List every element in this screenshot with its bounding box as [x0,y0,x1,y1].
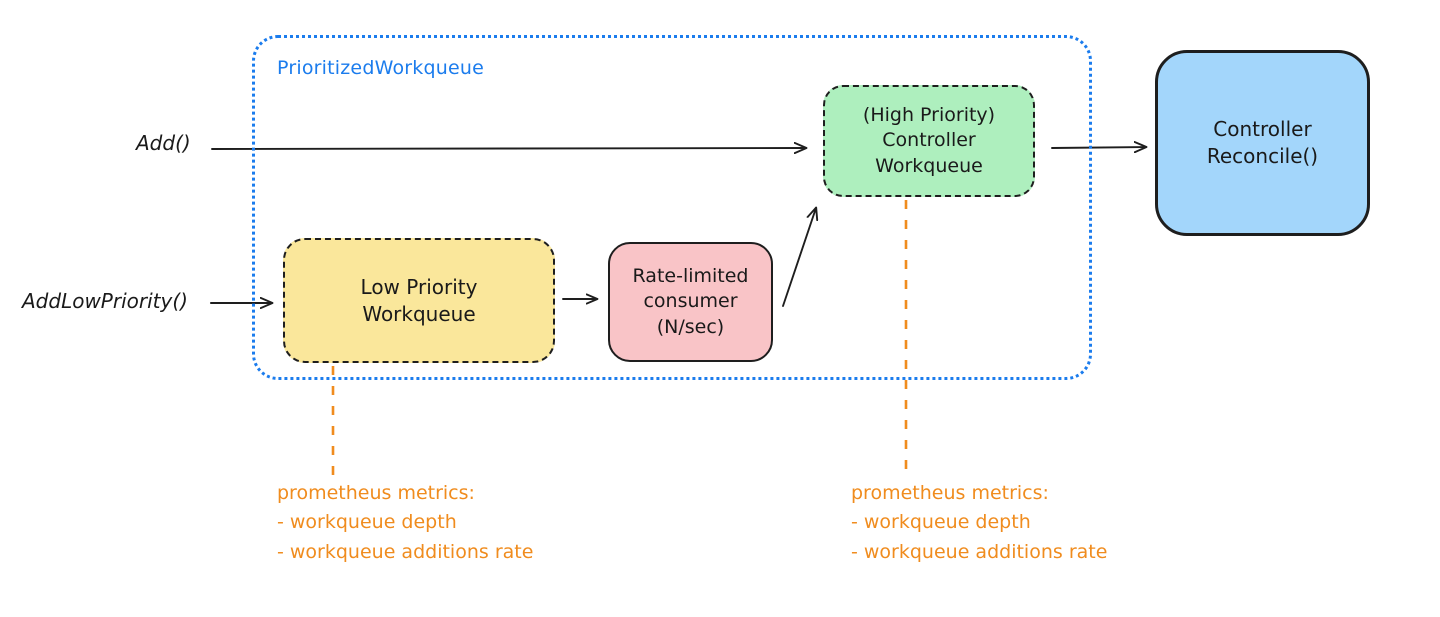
node-label-line: Low Priority [360,274,478,299]
node-label-line: Workqueue [362,301,476,326]
annotation-line: prometheus metrics: [277,482,475,504]
node-low-priority-workqueue[interactable]: Low Priority Workqueue [283,238,555,363]
node-controller-reconcile[interactable]: Controller Reconcile() [1155,50,1370,236]
node-label-line: (High Priority) [862,103,996,126]
node-label-line: Rate-limited [632,264,749,287]
annotation-line: - workqueue depth [851,511,1031,534]
node-label-line: Workqueue [875,154,983,177]
edge-high-priority-to-reconcile [1051,147,1146,148]
edge-label-add-low-priority: AddLowPriority() [22,289,188,313]
node-label-line: consumer [643,290,738,313]
annotation-low-priority-metrics: prometheus metrics: - workqueue depth - … [277,479,533,567]
annotation-line: - workqueue additions rate [851,540,1108,563]
group-label-prioritized-workqueue: PrioritizedWorkqueue [277,57,485,79]
node-label-line: Controller [882,129,976,152]
annotation-line: - workqueue depth [277,511,457,534]
node-high-priority-workqueue[interactable]: (High Priority) Controller Workqueue [823,85,1035,197]
node-rate-limited-consumer[interactable]: Rate-limited consumer (N/sec) [608,242,773,362]
group-prioritized-workqueue [252,35,1092,380]
node-label-line: (N/sec) [656,315,725,338]
edge-label-add: Add() [136,131,191,155]
edge-rate-limited-to-high-priority [782,208,816,307]
annotation-line: prometheus metrics: [851,482,1049,504]
annotation-high-priority-metrics: prometheus metrics: - workqueue depth - … [851,479,1107,567]
node-label-line: Reconcile() [1206,144,1319,168]
annotation-line: - workqueue additions rate [277,540,534,563]
node-label-line: Controller [1213,117,1312,141]
edge-add-to-high-priority [211,148,806,149]
